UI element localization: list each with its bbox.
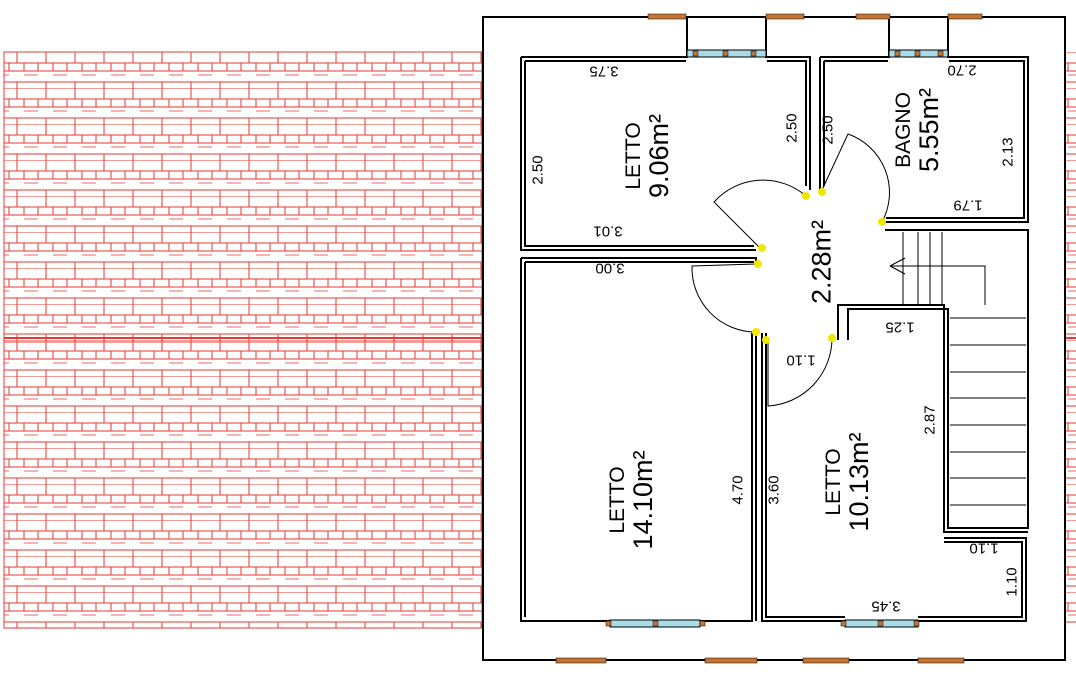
dim-label: 1.10: [1003, 567, 1021, 597]
room-area: 14.10m²: [627, 450, 658, 550]
dim-label: 3.45: [871, 597, 901, 615]
outer-wall: [482, 16, 1066, 661]
dim-label: 4.70: [729, 475, 747, 505]
dim-label: 1.10: [969, 539, 999, 557]
dim-label: 3.00: [595, 259, 625, 277]
dim-label: 3.60: [765, 475, 783, 505]
dim-label: 1.79: [953, 196, 983, 214]
staircase: [889, 232, 1026, 506]
dim-label: 1.25: [885, 318, 915, 336]
dim-label: 2.87: [921, 405, 939, 435]
dim-label: 2.50: [529, 155, 547, 185]
door-hinges: [752, 188, 886, 344]
room-label-corridor: 2.28m²: [806, 219, 837, 305]
dim-label: 1.10: [786, 351, 816, 369]
room-label-letto-bottom-left: LETTO 14.10m²: [605, 450, 658, 550]
room-label-letto-top: LETTO 9.06m²: [621, 113, 674, 199]
room-name: LETTO: [621, 122, 645, 190]
dim-label: 2.50: [819, 115, 837, 145]
room-area: 5.55m²: [913, 87, 944, 173]
room-label-letto-bottom-right: LETTO 10.13m²: [821, 432, 874, 532]
room-area: 9.06m²: [643, 113, 674, 199]
roof-tiles: [3, 51, 1076, 629]
dim-label: 3.75: [589, 62, 619, 80]
room-area: 2.28m²: [806, 219, 837, 305]
windows: [555, 13, 983, 664]
room-name: BAGNO: [891, 92, 915, 168]
dim-label: 2.13: [999, 137, 1017, 167]
doors: [691, 133, 890, 407]
room-area: 10.13m²: [843, 432, 874, 532]
dim-label: 2.50: [783, 113, 801, 143]
room-label-bagno: BAGNO 5.55m²: [891, 87, 944, 173]
room-name: LETTO: [605, 466, 629, 534]
dim-label: 2.70: [947, 61, 977, 79]
dim-label: 3.01: [593, 222, 623, 240]
room-name: LETTO: [821, 448, 845, 516]
